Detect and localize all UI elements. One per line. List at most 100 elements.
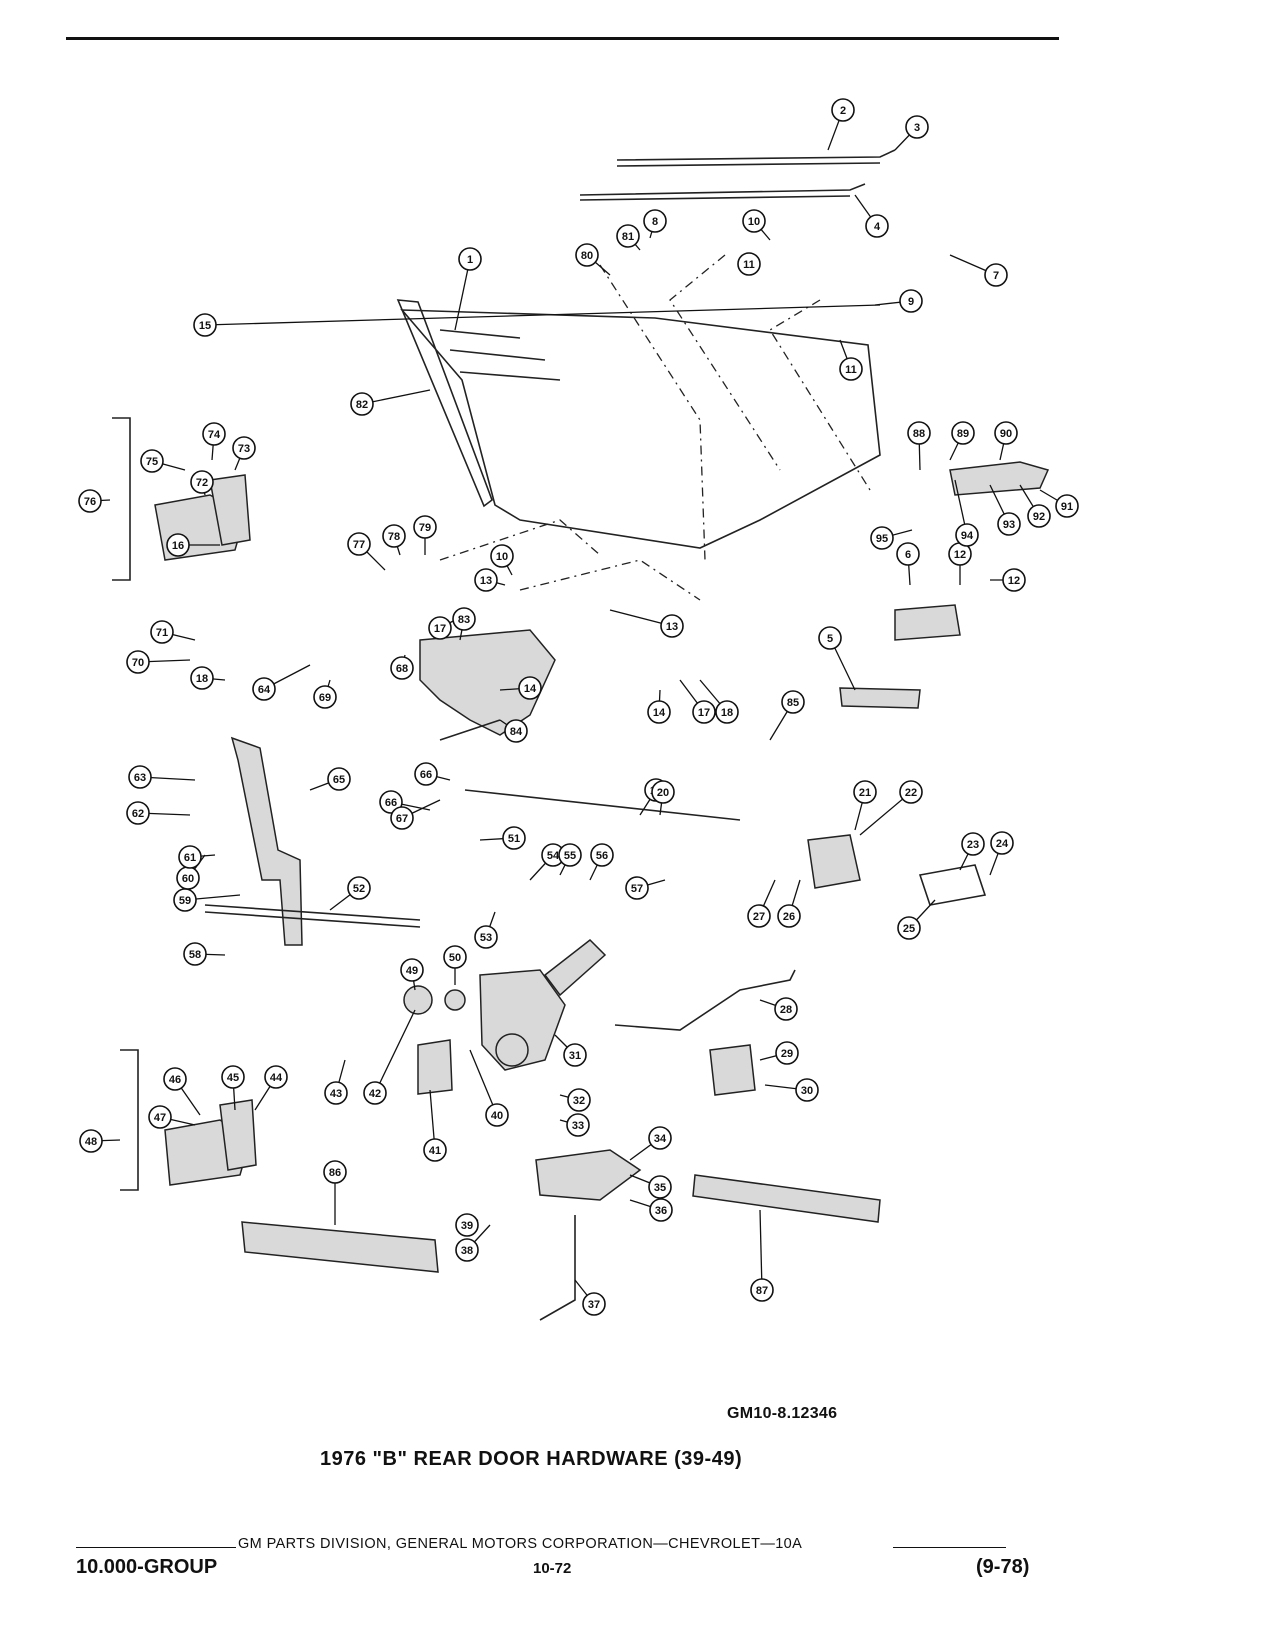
- callout-74: 74: [202, 422, 226, 461]
- callout-circle: [590, 843, 614, 867]
- callout-circle: [750, 1278, 774, 1302]
- callout-82: 82: [350, 389, 431, 416]
- callout-14: 14: [647, 689, 671, 724]
- callout-circle: [853, 780, 877, 804]
- callout-circle: [907, 421, 931, 445]
- window-regulator: [403, 939, 642, 1321]
- callout-12: 12: [948, 542, 972, 585]
- callout-number: 94: [961, 530, 974, 542]
- callout-40: 40: [469, 1049, 509, 1127]
- guide-lines: [439, 254, 871, 601]
- callout-number: 60: [182, 873, 194, 885]
- callout-circle: [485, 1103, 509, 1127]
- callout-number: 47: [154, 1112, 166, 1124]
- footer-rule-right: [893, 1547, 1006, 1548]
- callout-circle: [413, 515, 437, 539]
- callout-11: 11: [839, 339, 863, 381]
- callout-circle: [363, 1081, 387, 1105]
- callout-number: 14: [653, 707, 666, 719]
- callout-number: 43: [330, 1088, 342, 1100]
- callout-number: 90: [1000, 428, 1012, 440]
- callout-circle: [899, 289, 923, 313]
- callout-number: 82: [356, 399, 368, 411]
- callout-circle: [990, 831, 1014, 855]
- callout-number: 85: [787, 697, 799, 709]
- callout-47: 47: [148, 1105, 196, 1129]
- callout-circle: [616, 224, 640, 248]
- callout-circle: [558, 843, 582, 867]
- callout-number: 15: [199, 320, 211, 332]
- callout-7: 7: [949, 254, 1008, 287]
- callout-circle: [190, 470, 214, 494]
- callout-circle: [905, 115, 929, 139]
- callout-86: 86: [323, 1160, 347, 1225]
- callout-circle: [400, 958, 424, 982]
- callout-number: 65: [333, 774, 345, 786]
- footer-publisher: GM PARTS DIVISION, GENERAL MOTORS CORPOR…: [238, 1536, 803, 1552]
- callout-circle: [777, 904, 801, 928]
- callout-66: 66: [414, 762, 451, 786]
- callout-number: 52: [353, 883, 365, 895]
- callout-number: 18: [196, 673, 208, 685]
- callout-76: 76: [78, 489, 111, 513]
- callout-78: 78: [382, 524, 406, 556]
- callout-number: 68: [396, 663, 408, 675]
- callout-circle: [504, 719, 528, 743]
- callout-25: 25: [897, 899, 936, 940]
- callout-number: 33: [572, 1120, 584, 1132]
- callout-number: 57: [631, 883, 643, 895]
- callout-number: 51: [508, 833, 520, 845]
- callout-circle: [423, 1138, 447, 1162]
- callout-circle: [831, 98, 855, 122]
- callout-number: 59: [179, 895, 191, 907]
- callout-69: 69: [313, 679, 337, 709]
- callout-number: 54: [547, 850, 560, 862]
- front-channel: [204, 736, 421, 946]
- callout-circle: [870, 526, 894, 550]
- lower-channels: [241, 1174, 881, 1273]
- callout-number: 83: [458, 614, 470, 626]
- callout-circle: [140, 449, 164, 473]
- callout-number: 71: [156, 627, 168, 639]
- callout-12: 12: [990, 568, 1026, 592]
- callout-number: 48: [85, 1136, 97, 1148]
- callout-number: 37: [588, 1299, 600, 1311]
- callout-92: 92: [1019, 484, 1051, 528]
- callout-circle: [474, 925, 498, 949]
- callout-circle: [502, 826, 526, 850]
- callout-number: 95: [876, 533, 888, 545]
- callout-circle: [347, 876, 371, 900]
- callout-number: 20: [657, 787, 669, 799]
- callout-number: 26: [783, 911, 795, 923]
- callout-circle: [252, 677, 276, 701]
- callout-85: 85: [769, 690, 805, 741]
- callout-number: 75: [146, 456, 158, 468]
- callout-9: 9: [874, 289, 923, 313]
- callout-circle: [951, 421, 975, 445]
- callout-circle: [390, 656, 414, 680]
- callout-10: 10: [490, 544, 514, 576]
- callout-circle: [575, 243, 599, 267]
- callout-number: 22: [905, 787, 917, 799]
- callout-number: 46: [169, 1074, 181, 1086]
- callout-circle: [414, 762, 438, 786]
- callout-number: 89: [957, 428, 969, 440]
- inside-handle-bracket: [419, 629, 741, 821]
- callout-21: 21: [853, 780, 877, 831]
- callout-87: 87: [750, 1209, 774, 1302]
- callout-number: 64: [258, 684, 271, 696]
- callout-circle: [737, 252, 761, 276]
- callout-36: 36: [629, 1198, 673, 1222]
- callout-number: 87: [756, 1285, 768, 1297]
- callout-number: 63: [134, 772, 146, 784]
- lower-hinge: [120, 1049, 257, 1191]
- callout-55: 55: [558, 843, 582, 876]
- callout-80: 80: [575, 243, 611, 276]
- callout-number: 93: [1003, 519, 1015, 531]
- callout-circle: [126, 650, 150, 674]
- callout-number: 39: [461, 1220, 473, 1232]
- callout-number: 80: [581, 250, 593, 262]
- callout-28: 28: [759, 997, 798, 1021]
- callout-circle: [692, 700, 716, 724]
